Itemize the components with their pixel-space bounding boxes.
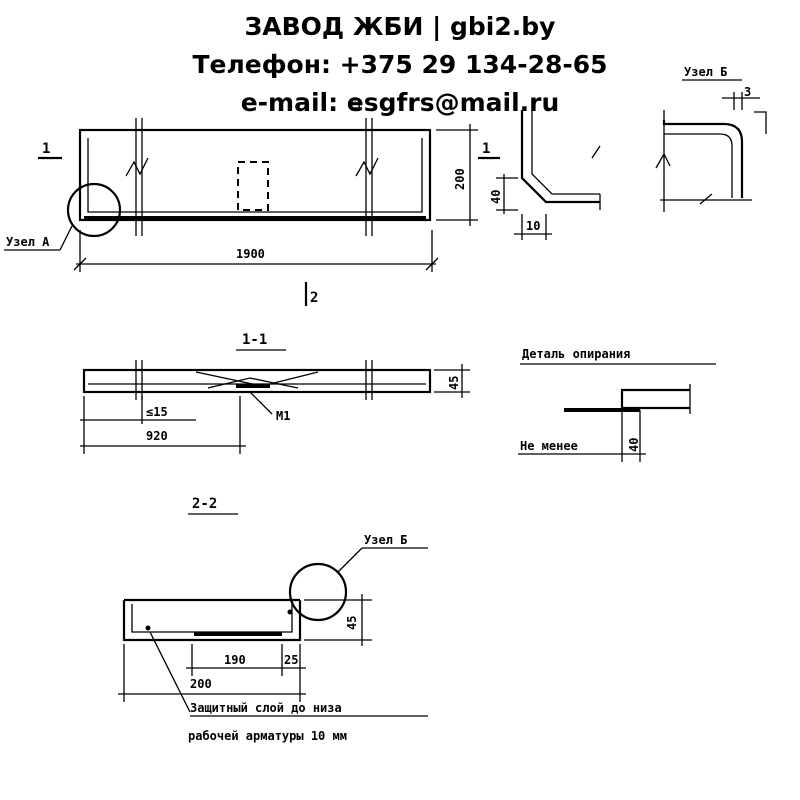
- support-detail-title: Деталь опирания: [522, 347, 630, 361]
- node-b-top-title: Узел Б: [684, 65, 727, 79]
- detail-1-dim-h-label: 10: [526, 219, 540, 233]
- section-1-1-mesh-leader: [249, 391, 273, 415]
- node-a-leader: [59, 225, 73, 251]
- dim-tick-right: [425, 257, 439, 271]
- node-b-top-tick: [699, 193, 713, 205]
- detail-1-break: [591, 145, 601, 159]
- support-detail-slab: [620, 388, 690, 408]
- node-b-top-corner-outer: [662, 120, 744, 198]
- node-b-top-corner-inner: [664, 133, 733, 198]
- detail-1-bend-outer: [520, 110, 600, 204]
- section-2-2-rebar-dot-left: [145, 625, 151, 631]
- node-b-label: Узел Б: [364, 533, 407, 547]
- plan-inner-line: [87, 138, 423, 213]
- section-1-1-title: 1-1: [242, 332, 267, 348]
- plan-outline: [78, 128, 432, 222]
- break-zigzag-right: [355, 157, 379, 177]
- section-2-marker: 2: [310, 290, 318, 306]
- section-2-2-dim-25-label: 25: [284, 653, 298, 667]
- protective-layer-leader: [149, 631, 191, 713]
- protective-layer-note-1: Защитный слой до низа: [190, 701, 342, 715]
- section-2-2-view: 2-2 Узел Б 45 190 25 200 Защитный слой д…: [118, 496, 428, 743]
- section-2-2-rebar-dot-right: [287, 609, 293, 615]
- section-1-marker: 1: [42, 141, 50, 157]
- support-detail-label: Не менее: [520, 439, 578, 453]
- section-1-1-height-label: 45: [447, 376, 461, 390]
- detail-1-bend-inner: [531, 110, 600, 195]
- section-2-2-height-label: 45: [345, 616, 359, 630]
- node-b-top-dim-side: [754, 111, 767, 134]
- email-line[interactable]: e-mail: esgfrs@mail.ru: [240, 88, 560, 117]
- company-title: ЗАВОД ЖБИ | gbi2.by: [244, 12, 556, 41]
- phone-line[interactable]: Телефон: +375 29 134-28-65: [192, 50, 608, 79]
- header-block: ЗАВОД ЖБИ | gbi2.by Телефон: +375 29 134…: [0, 8, 800, 122]
- support-detail-view: Деталь опирания Не менее 40: [518, 347, 716, 462]
- detail-1-view: 1 40 10: [478, 110, 601, 240]
- section-2-2-dim-200-label: 200: [190, 677, 212, 691]
- node-b-top-view: Узел Б 3: [655, 65, 767, 212]
- plan-height-label: 200: [453, 168, 467, 190]
- section-1-1-loop-2: [207, 377, 299, 389]
- support-detail-value: 40: [627, 438, 641, 452]
- section-1-1-dim-15-label: ≤15: [146, 405, 168, 419]
- section-2-2-outline: [122, 600, 302, 642]
- section-2-2-title: 2-2: [192, 496, 217, 512]
- node-a-circle: [66, 182, 122, 238]
- detail-1-dim-v-label: 40: [489, 190, 503, 204]
- detail-1-mark: 1: [482, 141, 490, 157]
- break-zigzag-left: [125, 157, 149, 177]
- dim-tick-left: [73, 257, 87, 271]
- section-2-2-dim-190-label: 190: [224, 653, 246, 667]
- section-1-1-dim-920-label: 920: [146, 429, 168, 443]
- section-1-1-outline: [82, 368, 432, 394]
- node-a-label: Узел А: [6, 235, 50, 249]
- node-b-circle: [288, 562, 348, 622]
- node-b-top-dim-label: 3: [744, 85, 751, 99]
- section-1-1-view: 1-1 М1 45 ≤15 920: [80, 332, 470, 454]
- section-2-2-rebar: [131, 604, 293, 633]
- section-1-1-mesh-label: М1: [276, 409, 290, 423]
- embedded-part-dashed: [237, 161, 269, 211]
- node-b-top-zigzag: [655, 152, 671, 169]
- plan-length-label: 1900: [236, 247, 265, 261]
- protective-layer-note-2: рабочей арматуры 10 мм: [188, 729, 347, 743]
- plan-view: Узел А 1 1900 200 10 2: [4, 98, 478, 306]
- plan-top-dim-label: 10: [349, 98, 363, 112]
- node-b-leader: [337, 547, 363, 573]
